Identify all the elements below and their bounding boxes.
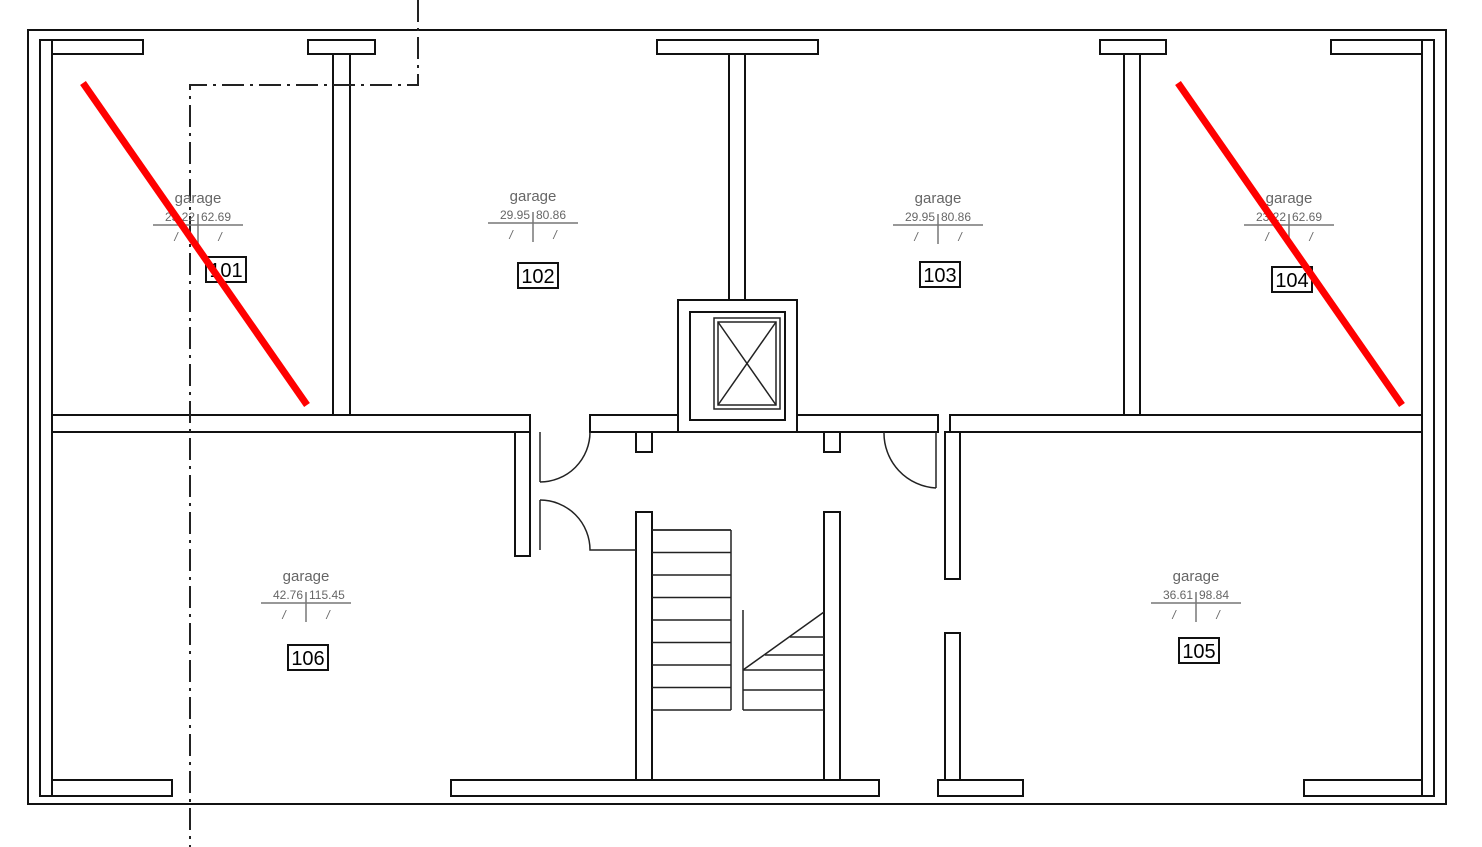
wall-segment [937, 779, 1024, 797]
room-number: 103 [923, 265, 956, 287]
walls [27, 29, 1447, 805]
room-number: 105 [1182, 641, 1215, 663]
wall-segment [1303, 779, 1435, 797]
wall-segment [656, 39, 819, 55]
room-type: garage [915, 190, 962, 207]
room-value-right: 80.86 [941, 210, 971, 224]
room-sub-left: / [913, 230, 919, 244]
room-label-105: garage 36.61 98.84 / / 105 [1151, 568, 1241, 664]
room-sub-left: / [508, 228, 514, 242]
cross-out-line-104 [1175, 81, 1405, 407]
wall-segment [635, 511, 653, 781]
wall-segment [1099, 39, 1167, 55]
wall-segment [823, 511, 841, 781]
room-value-right: 80.86 [536, 208, 566, 222]
wall-segment [39, 779, 173, 797]
outer-frame [27, 29, 1447, 805]
wall-segment [1123, 53, 1141, 416]
room-number: 106 [291, 648, 324, 670]
room-sub-right: / [217, 230, 223, 244]
axis-line [189, 0, 419, 847]
room-sub-right: / [1215, 608, 1221, 622]
room-value-right: 98.84 [1199, 588, 1229, 602]
room-value-left: 36.61 [1163, 588, 1193, 602]
cross-out-marks [80, 81, 1405, 407]
room-sub-right: / [325, 608, 331, 622]
room-sub-left: / [1171, 608, 1177, 622]
room-sub-left: / [173, 230, 179, 244]
wall-segment [728, 53, 746, 301]
room-value-left: 29.95 [500, 208, 530, 222]
room-label-103: garage 29.95 80.86 / / 103 [893, 190, 983, 288]
elevator-shaft-inner [689, 311, 786, 421]
wall-segment [944, 431, 961, 580]
room-number: 104 [1275, 270, 1308, 292]
room-type: garage [175, 190, 222, 207]
wall-segment [949, 414, 1423, 433]
room-type: garage [510, 188, 557, 205]
room-number-box [287, 644, 329, 671]
wall-segment [51, 414, 531, 433]
door-swing-arc [883, 431, 937, 489]
room-sub-left: / [1264, 230, 1270, 244]
room-type: garage [283, 568, 330, 585]
wall-segment [514, 431, 531, 557]
wall-segment [635, 431, 653, 453]
elevator-cabin [713, 317, 781, 410]
room-number-box [919, 261, 961, 288]
room-label-101: garage23.2262.69//101 [153, 190, 247, 283]
room-sub-left: / [281, 608, 287, 622]
room-value-left: 29.95 [905, 210, 935, 224]
room-sub-right: / [1308, 230, 1314, 244]
room-number: 102 [521, 266, 554, 288]
stair-step [742, 611, 825, 671]
cross-out-line-101 [80, 81, 310, 407]
room-label-102: garage 29.95 80.86 / / 102 [488, 188, 578, 289]
rooms: garage23.2262.69//101garage29.9580.86//1… [153, 188, 1334, 671]
wall-segment [1330, 39, 1435, 55]
room-value-right: 62.69 [1292, 210, 1322, 224]
room-number-box [1178, 637, 1220, 664]
wall-segment [1421, 39, 1435, 797]
room-value-left: 42.76 [273, 588, 303, 602]
door-swing-arc [539, 499, 636, 551]
wall-segment [823, 431, 841, 453]
room-type: garage [1173, 568, 1220, 585]
wall-segment [332, 53, 351, 416]
room-sub-right: / [552, 228, 558, 242]
elevator-cabin-inner [717, 321, 777, 406]
wall-segment [787, 414, 939, 433]
door-swing-arc [539, 431, 591, 483]
room-value-right: 115.45 [309, 588, 345, 602]
room-type: garage [1266, 190, 1313, 207]
fixtures [189, 0, 937, 847]
wall-segment [944, 632, 961, 781]
room-value-right: 62.69 [201, 210, 231, 224]
elevator-cross-icon [717, 321, 777, 406]
wall-segment [450, 779, 880, 797]
wall-segment [307, 39, 376, 55]
room-sub-right: / [957, 230, 963, 244]
room-label-106: garage 42.76 115.45 / / 106 [261, 568, 351, 671]
wall-segment [39, 39, 144, 55]
wall-segment [39, 39, 53, 797]
room-number-box [517, 262, 559, 289]
